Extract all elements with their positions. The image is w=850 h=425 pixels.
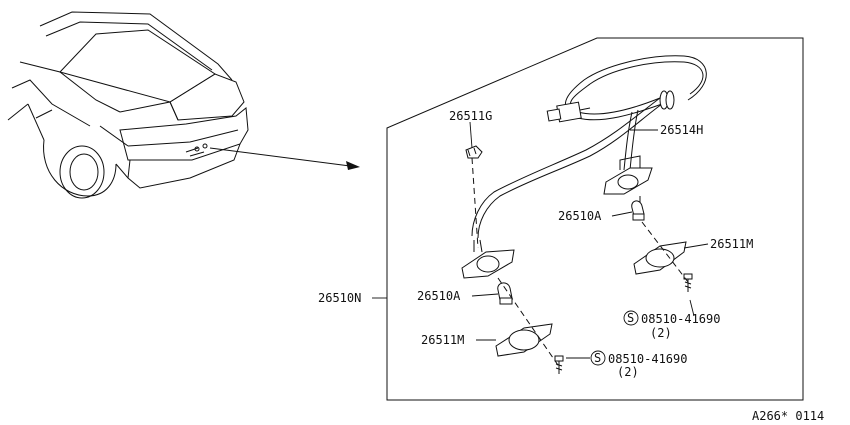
wire-harness-26514H bbox=[471, 55, 707, 239]
callout-26510A-lower: 26510A bbox=[417, 289, 461, 303]
standard-part-symbol-upper: S bbox=[627, 311, 634, 325]
screw-part-number-lower: 08510-41690 bbox=[608, 352, 687, 366]
callout-26511M-lower: 26511M bbox=[421, 333, 464, 347]
lens-26511M-upper bbox=[633, 241, 687, 275]
screw-callout-upper: S 08510-41690 (2) bbox=[623, 310, 720, 340]
callout-26511M-upper: 26511M bbox=[710, 237, 753, 251]
callout-26510A-upper: 26510A bbox=[558, 209, 602, 223]
lamp-housing-upper bbox=[603, 155, 653, 195]
leader-lines bbox=[372, 121, 709, 359]
screw-part-number-upper: 08510-41690 bbox=[641, 312, 720, 326]
screw-qty-lower: (2) bbox=[617, 365, 639, 379]
lens-26511M-lower bbox=[495, 323, 553, 357]
callout-26511G: 26511G bbox=[449, 109, 492, 123]
exploded-view-frame bbox=[386, 37, 804, 401]
bulb-26510A-upper bbox=[631, 200, 645, 221]
screw-qty-upper: (2) bbox=[650, 326, 672, 340]
lamp-housing-lower bbox=[461, 239, 515, 279]
standard-part-symbol-lower: S bbox=[594, 351, 601, 365]
bulb-26510A-lower bbox=[497, 282, 513, 305]
clip-26511G bbox=[465, 145, 483, 159]
screw-callout-lower: S 08510-41690 (2) bbox=[590, 350, 687, 379]
diagram-code: A266* 0114 bbox=[752, 409, 824, 423]
screw-lower bbox=[554, 355, 564, 374]
callout-26510N: 26510N bbox=[318, 291, 361, 305]
car-rear-illustration bbox=[7, 11, 249, 199]
screw-upper bbox=[683, 273, 693, 292]
location-arrow bbox=[209, 147, 360, 170]
callout-26514H: 26514H bbox=[660, 123, 703, 137]
